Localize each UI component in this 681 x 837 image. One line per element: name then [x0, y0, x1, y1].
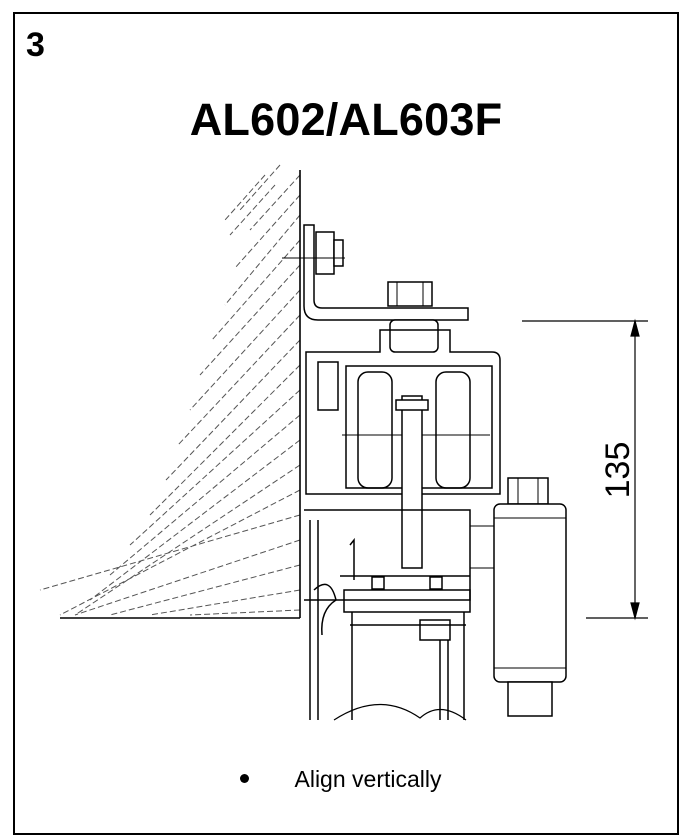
- wall-outline: [60, 170, 301, 619]
- bullet-icon: [239, 774, 249, 784]
- mounting-bracket: [282, 224, 469, 353]
- door-carrier: [304, 509, 471, 721]
- wall-hatching: [39, 164, 301, 616]
- trolley-spindle: [395, 395, 429, 569]
- instruction-item: Align vertically: [0, 768, 681, 791]
- adjustment-block: [470, 477, 567, 717]
- dimension-label: 135: [599, 442, 637, 499]
- instruction-text: Align vertically: [294, 766, 442, 792]
- step-number: 3: [26, 26, 45, 64]
- model-title: AL602/AL603F: [189, 94, 503, 145]
- dimension-line: [522, 318, 648, 621]
